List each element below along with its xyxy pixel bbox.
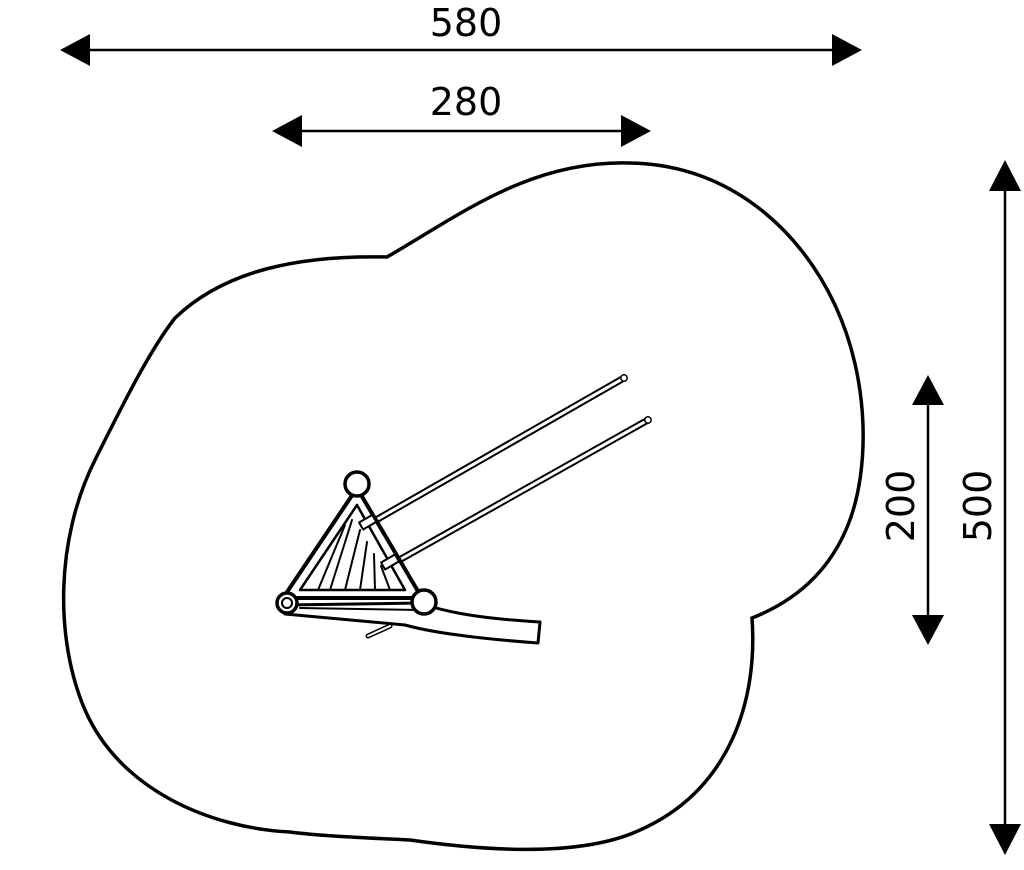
arrow-right-icon	[832, 34, 862, 66]
post-cap-left-inner	[281, 597, 293, 609]
dimension-equipment-depth: 200	[879, 375, 944, 645]
arrow-up-icon	[912, 375, 944, 405]
dimension-equipment-width: 280	[272, 80, 651, 147]
rail-lower	[381, 416, 652, 572]
dimension-label-280: 280	[430, 80, 503, 124]
frame-edge	[361, 497, 421, 596]
dimension-label-580: 580	[430, 1, 503, 45]
dimension-overall-depth: 500	[956, 160, 1021, 855]
seat-board-detail	[299, 607, 421, 611]
seesaw-plan-icon	[275, 374, 652, 645]
hatch-lines	[317, 519, 391, 591]
dimension-label-200: 200	[879, 470, 923, 543]
post-cap-top	[343, 470, 371, 498]
arrow-up-icon	[989, 160, 1021, 191]
arrow-left-icon	[60, 34, 90, 66]
dimension-label-500: 500	[956, 470, 1000, 543]
board-support-inner	[367, 625, 391, 637]
arrow-right-icon	[621, 115, 651, 147]
post-cap-right	[410, 588, 438, 616]
seat-board	[283, 601, 542, 645]
arrow-down-icon	[912, 615, 944, 645]
arrow-down-icon	[989, 824, 1021, 855]
arrow-left-icon	[272, 115, 302, 147]
dimension-overall-width: 580	[60, 1, 862, 66]
rail-upper	[358, 374, 628, 532]
safety-zone-outline	[61, 161, 865, 851]
